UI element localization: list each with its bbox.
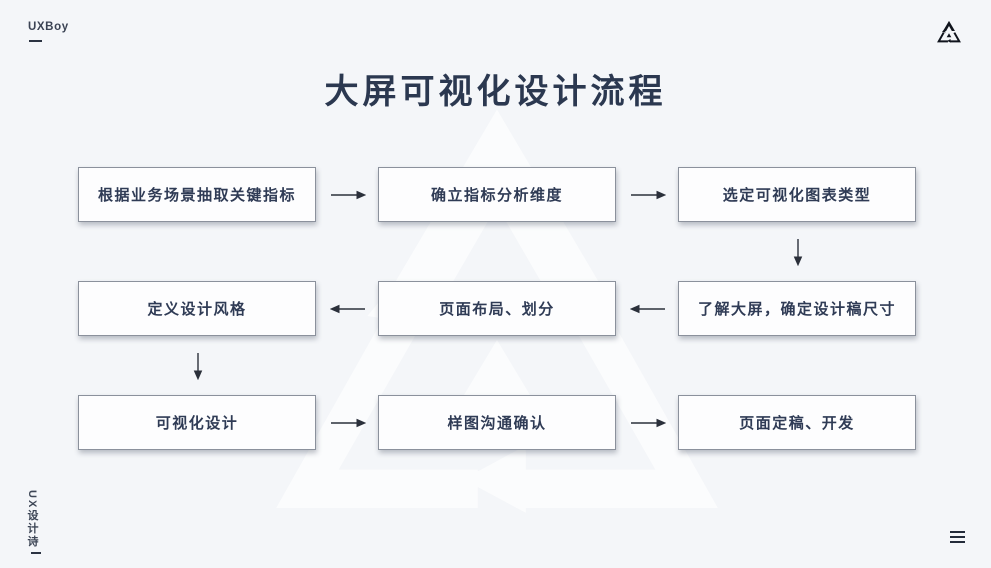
- vertical-tagline-underline: [31, 552, 41, 554]
- flow-step-4: 了解大屏，确定设计稿尺寸: [678, 281, 916, 336]
- arrow-left-icon: [630, 304, 666, 314]
- hamburger-bar: [950, 536, 965, 538]
- hamburger-menu-icon[interactable]: [950, 531, 966, 543]
- flow-step-2: 确立指标分析维度: [378, 167, 616, 222]
- arrow-down-icon: [193, 352, 203, 380]
- triangle-logo-icon: [936, 20, 962, 44]
- flow-step-3: 选定可视化图表类型: [678, 167, 916, 222]
- page-title: 大屏可视化设计流程: [324, 73, 667, 111]
- brand-wordmark: UXBoy: [28, 21, 69, 33]
- flow-step-6: 页面布局、划分: [378, 281, 616, 336]
- arrow-down-icon: [793, 238, 803, 266]
- arrow-right-icon: [630, 190, 666, 200]
- brand-underline: [29, 40, 42, 42]
- hamburger-bar: [950, 531, 965, 533]
- arrow-right-icon: [330, 418, 366, 428]
- vertical-tagline: UX设计诗: [26, 490, 38, 549]
- flow-step-8: 样图沟通确认: [378, 395, 616, 450]
- arrow-right-icon: [630, 418, 666, 428]
- arrow-right-icon: [330, 190, 366, 200]
- flow-step-7: 可视化设计: [78, 395, 316, 450]
- flow-step-9: 页面定稿、开发: [678, 395, 916, 450]
- hamburger-bar: [950, 541, 965, 543]
- flow-step-1: 根据业务场景抽取关键指标: [78, 167, 316, 222]
- arrow-left-icon: [330, 304, 366, 314]
- flow-step-5: 定义设计风格: [78, 281, 316, 336]
